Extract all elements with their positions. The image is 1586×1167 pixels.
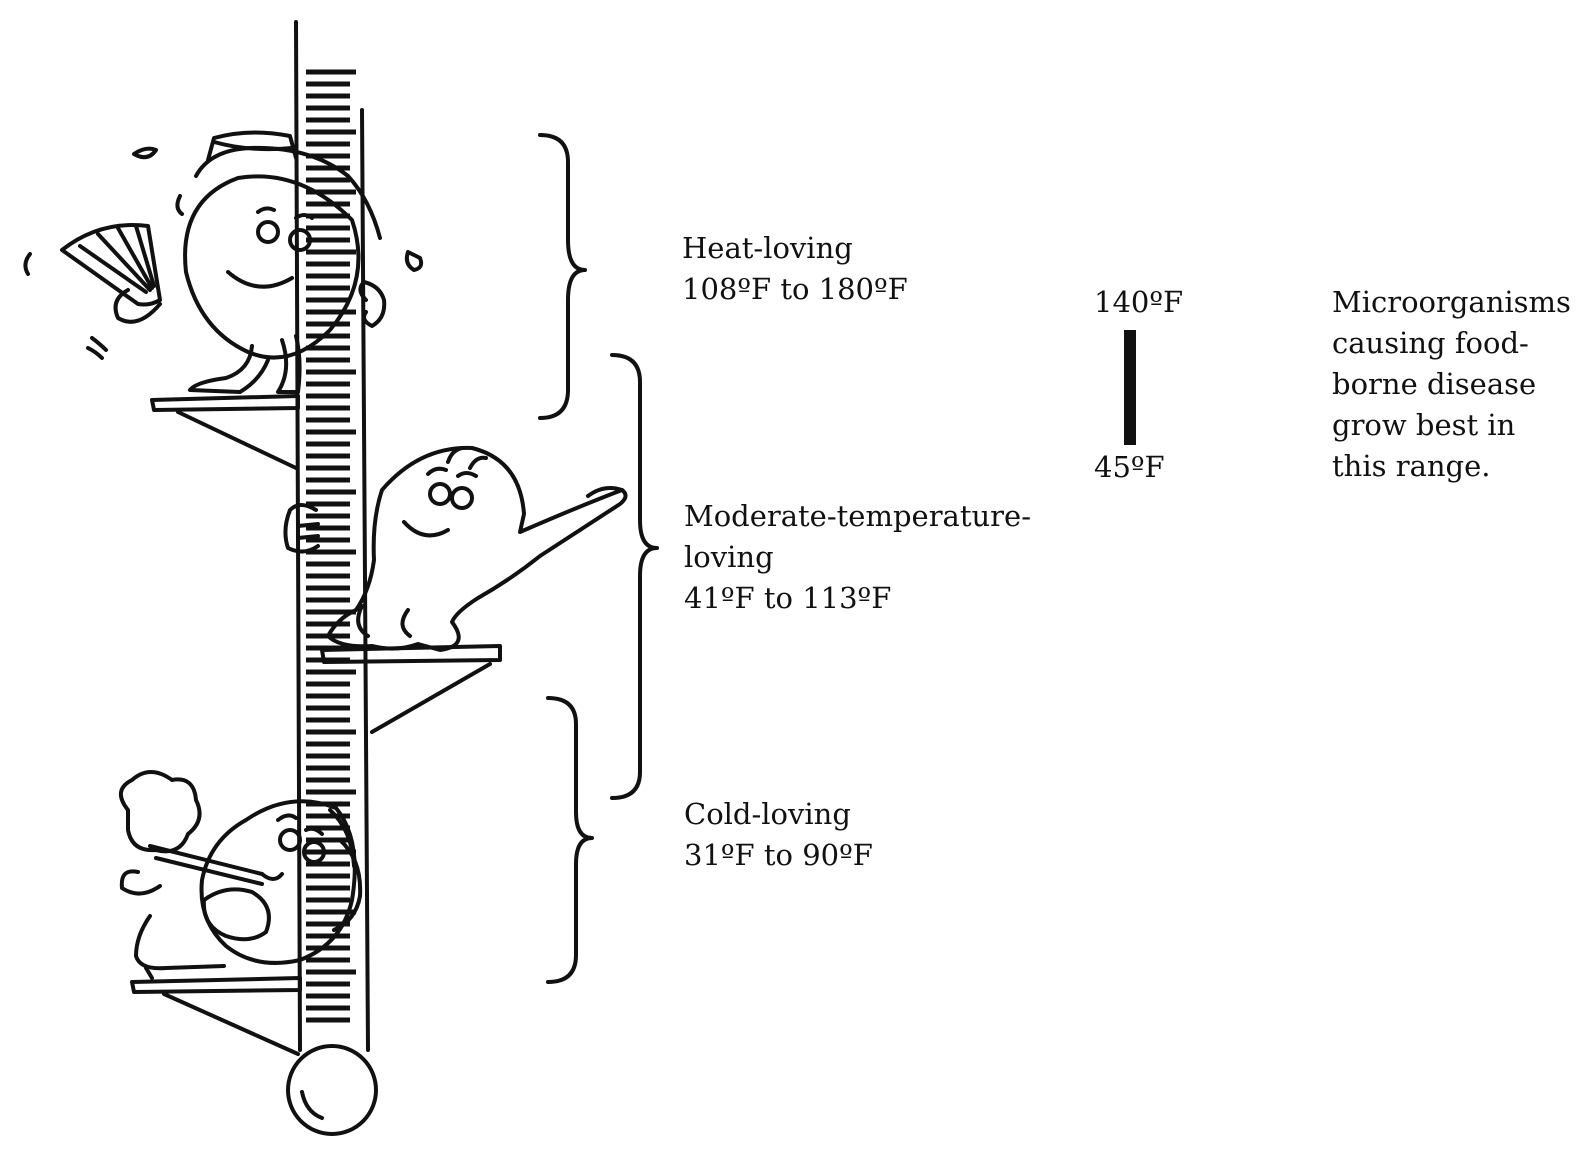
note-line: causing food- [1332, 326, 1529, 360]
top-shelf [150, 394, 300, 470]
moderate-range: 41ºF to 113ºF [684, 581, 892, 615]
thermometer-icon [286, 20, 378, 1136]
note-line: borne disease [1332, 367, 1537, 401]
heat-loving-name: Heat-loving [682, 231, 853, 265]
moderate-microbe-reaching-icon [283, 445, 628, 652]
cold-loving-range: 31ºF to 90ºF [684, 838, 873, 872]
danger-zone-bar [1124, 330, 1136, 445]
danger-zone-top-temp: 140ºF [1094, 285, 1184, 319]
bottom-shelf [130, 976, 302, 1056]
danger-zone-note: Microorganisms causing food- borne disea… [1332, 282, 1571, 487]
heat-loving-range: 108ºF to 180ºF [682, 272, 908, 306]
heat-loving-label: Heat-loving 108ºF to 180ºF [682, 228, 908, 310]
moderate-temperature-loving-label: Moderate-temperature- loving 41ºF to 113… [684, 496, 1031, 619]
cold-loving-label: Cold-loving 31ºF to 90ºF [684, 794, 873, 876]
moderate-brace [610, 353, 659, 800]
middle-shelf [320, 644, 502, 734]
danger-zone-bottom-temp: 45ºF [1094, 450, 1165, 484]
moderate-name-line1: Moderate-temperature- [684, 499, 1031, 533]
note-line: Microorganisms [1332, 285, 1571, 319]
cold-microbe-with-earmuffs-icon [119, 770, 363, 980]
note-line: this range. [1332, 449, 1491, 483]
cold-loving-name: Cold-loving [684, 797, 851, 831]
moderate-name-line2: loving [684, 540, 774, 574]
hot-microbe-with-fan-icon [23, 130, 424, 394]
note-line: grow best in [1332, 408, 1516, 442]
heat-brace [538, 133, 587, 420]
cold-brace [546, 696, 594, 984]
